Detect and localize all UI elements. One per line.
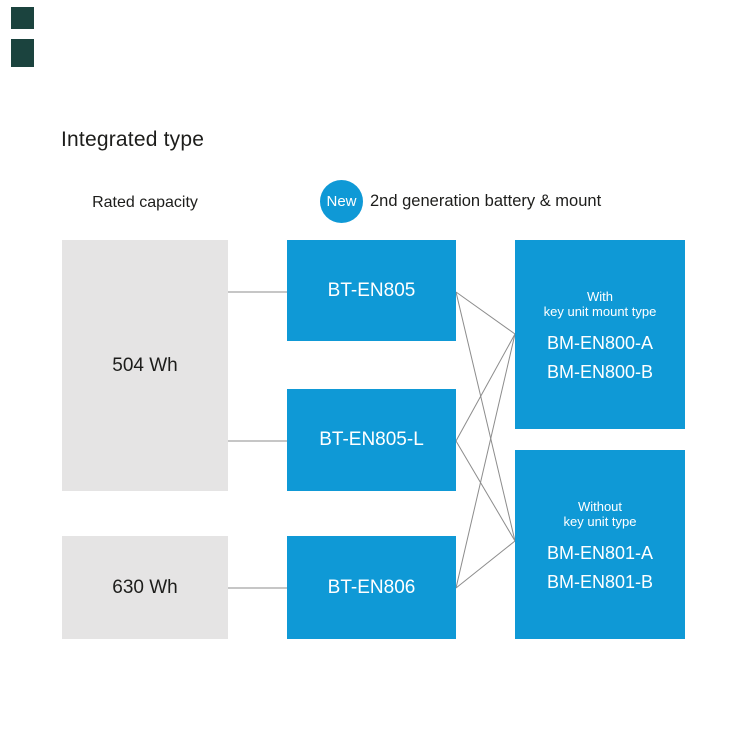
battery-box-bt-en805-l: BT-EN805-L: [287, 389, 456, 491]
rated-capacity-label: Rated capacity: [92, 194, 198, 211]
battery-label: BT-EN806: [327, 576, 416, 598]
corner-mark: [11, 7, 34, 29]
mount-model: BM-EN800-B: [546, 362, 654, 382]
page-title: Integrated type: [61, 128, 205, 151]
capacity-label: 630 Wh: [112, 576, 178, 598]
corner-mark: [11, 39, 34, 67]
connector-line: [455, 333, 516, 589]
connector-line: [455, 540, 516, 589]
mount-box-without-key-unit: Without key unit type BM-EN801-A BM-EN80…: [515, 450, 685, 639]
mount-model: BM-EN800-A: [546, 333, 654, 353]
connector-line: [455, 333, 516, 442]
connector-line: [455, 440, 516, 542]
mount-subtitle: key unit type: [563, 514, 637, 529]
mount-box-with-key-unit: With key unit mount type BM-EN800-A BM-E…: [515, 240, 685, 429]
connector-line: [455, 291, 516, 542]
capacity-box-630wh: 630 Wh: [62, 536, 228, 639]
battery-box-bt-en806: BT-EN806: [287, 536, 456, 639]
mount-model-list: BM-EN800-A BM-EN800-B: [547, 329, 653, 387]
connector-line: [455, 291, 516, 335]
capacity-box-504wh: 504 Wh: [62, 240, 228, 491]
legend-row: New 2nd generation battery & mount: [320, 180, 601, 223]
new-badge: New: [320, 180, 363, 223]
capacity-label: 504 Wh: [112, 354, 178, 376]
mount-subtitle: key unit mount type: [543, 304, 657, 319]
legend-label: 2nd generation battery & mount: [370, 192, 602, 210]
mount-subtitle: With: [587, 289, 613, 304]
mount-model: BM-EN801-A: [546, 543, 654, 563]
battery-box-bt-en805: BT-EN805: [287, 240, 456, 341]
mount-model: BM-EN801-B: [546, 572, 654, 592]
battery-label: BT-EN805-L: [319, 429, 424, 450]
battery-label: BT-EN805: [327, 279, 416, 301]
mount-model-list: BM-EN801-A BM-EN801-B: [547, 539, 653, 597]
mount-subtitle: Without: [577, 499, 623, 514]
